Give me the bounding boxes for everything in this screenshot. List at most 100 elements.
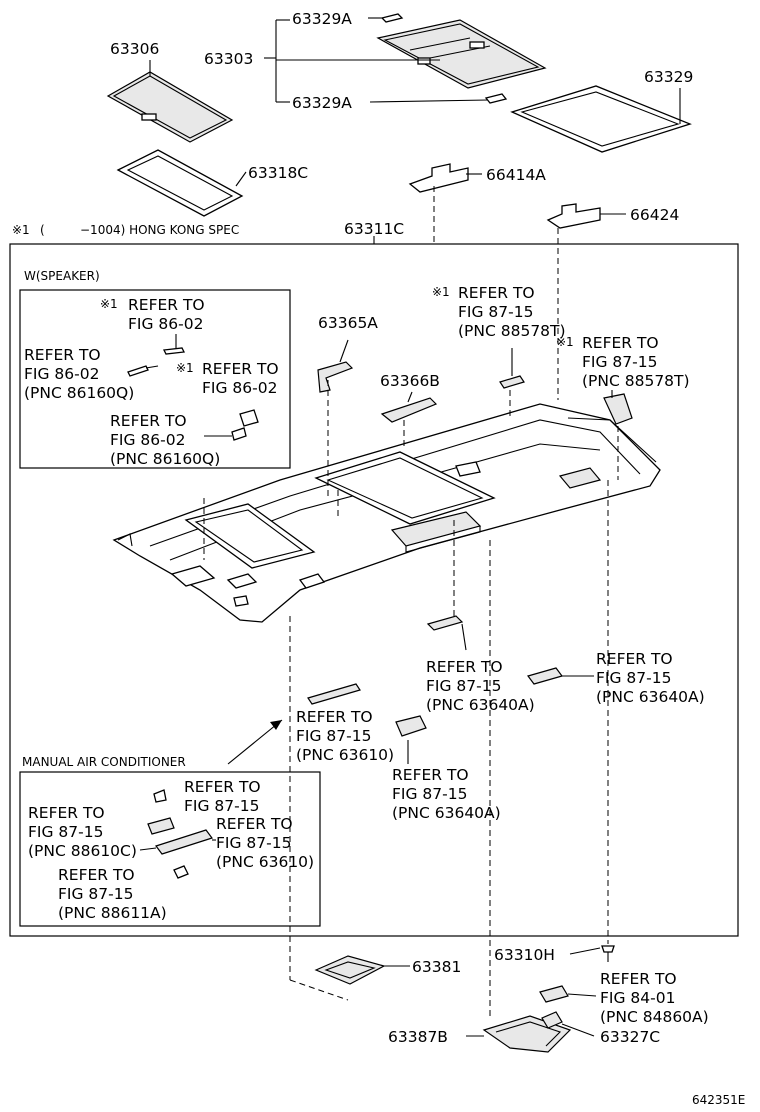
switch-84860a-drawing — [539, 985, 569, 1003]
text-refs-spk1-mark: ※1 — [100, 297, 118, 311]
text-refs-spk3-mark: ※1 — [176, 361, 194, 375]
text-refs-r88578_2-l3: (PNC 88578T) — [582, 372, 690, 390]
text-refs-r88578_2-mark: ※1 — [556, 335, 574, 349]
label-63381: 63381 — [412, 958, 461, 976]
text-refs-r88578_1-l1: REFER TO — [458, 284, 535, 302]
note-mark: ※1 — [12, 223, 30, 237]
text-refs-ac1-l2: FIG 87-15 — [184, 797, 259, 815]
text-refs-spk4-l2: FIG 86-02 — [110, 431, 185, 449]
seal-63318c-drawing — [116, 149, 244, 217]
text-refs-ac1-l1: REFER TO — [184, 778, 261, 796]
sunshade-drawing — [106, 71, 234, 143]
label-63306: 63306 — [110, 40, 159, 58]
text-refs-r88578_1-mark: ※1 — [432, 285, 450, 299]
text-refs-spk2-l3: (PNC 86160Q) — [24, 384, 134, 402]
text-refs-r88578_2-l2: FIG 87-15 — [582, 353, 657, 371]
label-63327c: 63327C — [600, 1028, 660, 1046]
ac-sensor-88611a-drawing — [173, 865, 189, 879]
clip-63329a-bottom-drawing — [484, 93, 508, 104]
text-refs-r63640A_1-l2: FIG 87-15 — [426, 677, 501, 695]
label-63311c: 63311C — [344, 220, 404, 238]
clip-88578t-2-drawing — [603, 393, 633, 425]
refs-manual-ac: REFER TO FIG 87-15 REFER TO FIG 87-15 (P… — [28, 778, 314, 922]
text-refs-spk2-l1: REFER TO — [24, 346, 101, 364]
speaker-grille-top-drawing — [163, 347, 185, 355]
label-63329a-bottom: 63329A — [292, 94, 352, 112]
text-refs-r63610-l2: FIG 87-15 — [296, 727, 371, 745]
text-refs-r63640A_1-l1: REFER TO — [426, 658, 503, 676]
ac-arrow-head — [270, 720, 282, 730]
text-refs-ac4-l2: FIG 87-15 — [58, 885, 133, 903]
text-refs-r63640A_2-l2: FIG 87-15 — [596, 669, 671, 687]
text-refs-r63640A_2-l3: (PNC 63640A) — [596, 688, 705, 706]
label-63318c: 63318C — [248, 164, 308, 182]
text-refs-ac4-l1: REFER TO — [58, 866, 135, 884]
text-refs-ac2-l1: REFER TO — [28, 804, 105, 822]
ref-84860a: REFER TO FIG 84-01 (PNC 84860A) — [600, 970, 709, 1026]
speaker-refs: ※1 REFER TO FIG 86-02 REFER TO FIG 86-02… — [24, 296, 279, 468]
note-text: −1004) HONG KONG SPEC — [80, 223, 239, 237]
refs-88578t: ※1 REFER TO FIG 87-15 (PNC 88578T) ※1 RE… — [432, 284, 690, 390]
text-refs-r84860A-l2: FIG 84-01 — [600, 989, 675, 1007]
bracket-66414a-drawing — [408, 163, 469, 193]
pad-63366b-drawing — [380, 397, 438, 423]
speaker-unit-drawing — [239, 409, 259, 427]
clip-88578t-1-drawing — [499, 375, 525, 389]
text-refs-spk1-l1: REFER TO — [128, 296, 205, 314]
text-refs-spk2-l2: FIG 86-02 — [24, 365, 99, 383]
manual-ac-box-title: MANUAL AIR CONDITIONER — [22, 755, 186, 769]
text-refs-ac2-l2: FIG 87-15 — [28, 823, 103, 841]
label-66414a: 66414A — [486, 166, 546, 184]
speaker-box-title: W(SPEAKER) — [24, 269, 100, 283]
text-refs-r63640A_1-l3: (PNC 63640A) — [426, 696, 535, 714]
text-refs-r63610-l3: (PNC 63610) — [296, 746, 394, 764]
lamp-63640a-3-drawing — [395, 715, 427, 737]
top-leader-lines — [149, 17, 681, 215]
text-refs-spk3-l2: FIG 86-02 — [202, 379, 277, 397]
ac-panel-63610-drawing — [155, 829, 213, 855]
text-refs-ac3-l2: FIG 87-15 — [216, 834, 291, 852]
text-refs-r84860A-l3: (PNC 84860A) — [600, 1008, 709, 1026]
speaker-box — [19, 289, 291, 469]
text-refs-spk4-l3: (PNC 86160Q) — [110, 450, 220, 468]
lamp-63640a-2-drawing — [526, 667, 564, 685]
label-63365a: 63365A — [318, 314, 378, 332]
text-refs-r84860A-l1: REFER TO — [600, 970, 677, 988]
label-63329: 63329 — [644, 68, 693, 86]
text-refs-spk4-l1: REFER TO — [110, 412, 187, 430]
label-66424: 66424 — [630, 206, 679, 224]
ac-vent-88610c-drawing — [147, 817, 175, 835]
label-63310h: 63310H — [494, 946, 555, 964]
text-refs-r63640A_3-l2: FIG 87-15 — [392, 785, 467, 803]
clip-63329a-top-drawing — [380, 13, 404, 23]
text-refs-r63640A_3-l1: REFER TO — [392, 766, 469, 784]
label-63366b: 63366B — [380, 372, 440, 390]
text-refs-ac2-l3: (PNC 88610C) — [28, 842, 137, 860]
text-refs-r88578_1-l2: FIG 87-15 — [458, 303, 533, 321]
text-refs-ac3-l3: (PNC 63610) — [216, 853, 314, 871]
text-refs-r63640A_3-l3: (PNC 63640A) — [392, 804, 501, 822]
ac-clip-small-drawing — [153, 789, 167, 803]
refs-lamps: REFER TO FIG 87-15 (PNC 63640A) REFER TO… — [296, 650, 705, 822]
manual-ac-box — [19, 771, 321, 927]
headlining-drawing — [112, 403, 661, 623]
dashed-leaders — [203, 380, 619, 1018]
text-refs-r88578_1-l3: (PNC 88578T) — [458, 322, 566, 340]
speaker-clip-drawing — [127, 365, 149, 377]
diagram-code: 642351E — [692, 1093, 745, 1107]
text-refs-r88578_2-l1: REFER TO — [582, 334, 659, 352]
text-refs-spk3-l1: REFER TO — [202, 360, 279, 378]
speaker-small-drawing — [231, 427, 247, 441]
hong-kong-note: ※1 ( −1004) HONG KONG SPEC — [12, 223, 239, 237]
text-refs-r63610-l1: REFER TO — [296, 708, 373, 726]
note-paren: ( — [40, 223, 45, 237]
label-63303: 63303 — [204, 50, 253, 68]
pad-63365a-drawing — [317, 361, 354, 393]
part-labels: 63306 63303 63329A 63329A 63329 63318C 6… — [110, 10, 693, 1046]
screw-63310h-drawing — [601, 945, 615, 953]
clip-63327c-drawing — [541, 1011, 563, 1029]
text-refs-r63640A_2-l1: REFER TO — [596, 650, 673, 668]
sunroof-glass-assy-drawing — [376, 19, 547, 89]
lamp-63610-drawing — [307, 683, 361, 705]
